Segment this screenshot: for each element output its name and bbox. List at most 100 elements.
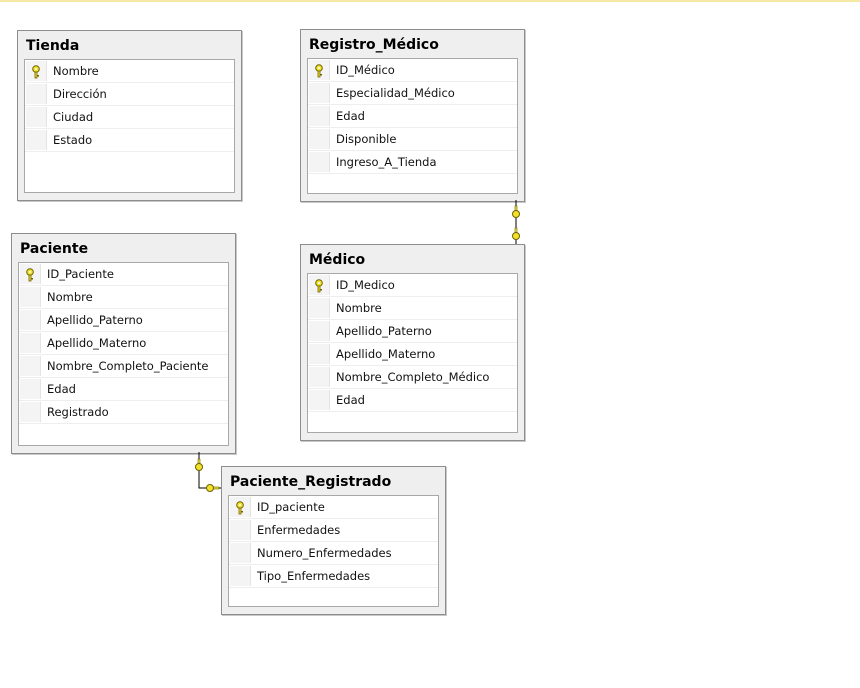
field-row[interactable]: ID_Paciente xyxy=(19,263,228,286)
primary-key-icon xyxy=(314,63,324,78)
row-selector[interactable] xyxy=(230,566,251,586)
field-row[interactable]: Dirección xyxy=(25,83,234,106)
row-selector[interactable] xyxy=(20,310,41,330)
row-selector[interactable] xyxy=(20,356,41,376)
table-medico[interactable]: Médico ID_Medico Nombre Apellido_Paterno… xyxy=(300,244,525,441)
field-row[interactable]: Nombre xyxy=(308,297,517,320)
row-selector[interactable] xyxy=(309,390,330,410)
field-grid: ID_Médico Especialidad_Médico Edad Dispo… xyxy=(307,58,518,194)
field-row[interactable]: ID_Medico xyxy=(308,274,517,297)
field-row[interactable]: Edad xyxy=(308,389,517,412)
field-grid: ID_Paciente Nombre Apellido_Paterno Apel… xyxy=(18,262,229,446)
row-selector[interactable] xyxy=(26,130,47,150)
row-selector[interactable] xyxy=(26,84,47,104)
field-name: Ciudad xyxy=(53,110,94,124)
relationship-key-icon xyxy=(195,458,203,471)
row-selector[interactable] xyxy=(309,129,330,149)
field-name: Edad xyxy=(47,382,76,396)
field-name: ID_Médico xyxy=(336,63,395,77)
field-name: Nombre_Completo_Paciente xyxy=(47,359,209,373)
field-name: Apellido_Materno xyxy=(336,347,436,361)
field-name: Disponible xyxy=(336,132,397,146)
table-title: Registro_Médico xyxy=(309,37,439,53)
field-row[interactable]: ID_Médico xyxy=(308,59,517,82)
row-selector[interactable] xyxy=(20,333,41,353)
field-grid: ID_Medico Nombre Apellido_Paterno Apelli… xyxy=(307,273,518,433)
table-title: Tienda xyxy=(26,38,80,54)
field-row[interactable]: Nombre_Completo_Médico xyxy=(308,366,517,389)
row-selector[interactable] xyxy=(20,287,41,307)
row-selector[interactable] xyxy=(309,298,330,318)
field-name: Nombre xyxy=(53,64,99,78)
field-name: Especialidad_Médico xyxy=(336,86,455,100)
field-row[interactable]: Tipo_Enfermedades xyxy=(229,565,438,588)
field-name: Nombre xyxy=(47,290,93,304)
field-row[interactable]: Ciudad xyxy=(25,106,234,129)
field-row[interactable]: Apellido_Paterno xyxy=(308,320,517,343)
field-row[interactable]: Edad xyxy=(308,105,517,128)
field-name: Numero_Enfermedades xyxy=(257,546,392,560)
table-title: Paciente_Registrado xyxy=(230,474,392,490)
field-row[interactable]: Edad xyxy=(19,378,228,401)
field-name: Estado xyxy=(53,133,93,147)
field-name: Nombre xyxy=(336,301,382,315)
primary-key-icon xyxy=(314,278,324,293)
field-grid: Nombre Dirección Ciudad Estado xyxy=(24,59,235,193)
field-row[interactable]: Nombre_Completo_Paciente xyxy=(19,355,228,378)
top-border xyxy=(0,0,860,2)
primary-key-icon xyxy=(31,64,41,79)
table-registro-medico[interactable]: Registro_Médico ID_Médico Especialidad_M… xyxy=(300,29,525,202)
row-selector[interactable] xyxy=(309,367,330,387)
field-row[interactable]: ID_paciente xyxy=(229,496,438,519)
relationship-key-icon xyxy=(512,227,520,240)
field-name: Tipo_Enfermedades xyxy=(257,569,371,583)
field-row[interactable]: Apellido_Paterno xyxy=(19,309,228,332)
field-row[interactable]: Disponible xyxy=(308,128,517,151)
row-selector[interactable] xyxy=(309,106,330,126)
field-name: Registrado xyxy=(47,405,109,419)
field-row[interactable]: Registrado xyxy=(19,401,228,424)
relationship-key-icon xyxy=(512,205,520,218)
field-name: Apellido_Paterno xyxy=(47,313,143,327)
row-selector[interactable] xyxy=(309,321,330,341)
field-row[interactable]: Apellido_Materno xyxy=(19,332,228,355)
field-row[interactable]: Ingreso_A_Tienda xyxy=(308,151,517,174)
field-name: Ingreso_A_Tienda xyxy=(336,155,437,169)
field-name: Nombre_Completo_Médico xyxy=(336,370,490,384)
field-name: ID_paciente xyxy=(257,500,325,514)
row-selector[interactable] xyxy=(20,379,41,399)
primary-key-icon xyxy=(25,267,35,282)
field-name: ID_Paciente xyxy=(47,267,114,281)
row-selector[interactable] xyxy=(26,107,47,127)
field-row[interactable]: Numero_Enfermedades xyxy=(229,542,438,565)
field-name: Enfermedades xyxy=(257,523,341,537)
field-name: Edad xyxy=(336,393,365,407)
field-row[interactable]: Estado xyxy=(25,129,234,152)
table-paciente-registrado[interactable]: Paciente_Registrado ID_paciente Enfermed… xyxy=(221,466,446,615)
row-selector[interactable] xyxy=(20,402,41,422)
relationship-line[interactable] xyxy=(198,452,221,489)
field-name: Apellido_Paterno xyxy=(336,324,432,338)
field-row[interactable]: Nombre xyxy=(19,286,228,309)
primary-key-icon xyxy=(235,500,245,515)
table-title: Médico xyxy=(309,252,366,268)
field-row[interactable]: Nombre xyxy=(25,60,234,83)
table-tienda[interactable]: Tienda Nombre Dirección Ciudad Estado xyxy=(17,30,242,201)
field-name: ID_Medico xyxy=(336,278,395,292)
row-selector[interactable] xyxy=(309,83,330,103)
field-name: Dirección xyxy=(53,87,107,101)
row-selector[interactable] xyxy=(309,344,330,364)
field-row[interactable]: Apellido_Materno xyxy=(308,343,517,366)
relationship-key-icon xyxy=(206,484,220,492)
table-title: Paciente xyxy=(20,241,89,257)
field-row[interactable]: Enfermedades xyxy=(229,519,438,542)
row-selector[interactable] xyxy=(230,520,251,540)
row-selector[interactable] xyxy=(309,152,330,172)
table-paciente[interactable]: Paciente ID_Paciente Nombre Apellido_Pat… xyxy=(11,233,236,454)
field-row[interactable]: Especialidad_Médico xyxy=(308,82,517,105)
field-grid: ID_paciente Enfermedades Numero_Enfermed… xyxy=(228,495,439,607)
row-selector[interactable] xyxy=(230,543,251,563)
field-name: Edad xyxy=(336,109,365,123)
